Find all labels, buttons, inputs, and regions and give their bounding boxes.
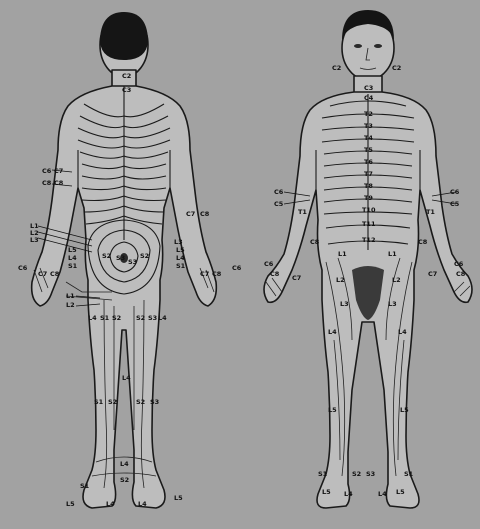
label-ant-t11: T11: [362, 220, 376, 228]
label-ant-t4: T4: [364, 134, 373, 142]
label-post-c6-hand-left: C6: [18, 264, 28, 272]
label-post-l4-knee-right: L4: [158, 314, 167, 322]
label-ant-c4: C4: [364, 94, 374, 102]
label-post-c8b: C8: [54, 179, 64, 187]
label-post-c7-hand-right: C7: [200, 270, 209, 278]
label-ant-l4-right: L4: [398, 328, 407, 336]
label-post-s2r: S2: [140, 252, 149, 260]
label-post-s2: S2: [102, 252, 111, 260]
label-ant-c7-hand-right: C7: [428, 270, 437, 278]
label-ant-l4-left: L4: [328, 328, 337, 336]
label-post-s1: S1: [68, 262, 78, 270]
label-ant-c2-right: C2: [392, 64, 401, 72]
label-post-l2-mid: L2: [66, 301, 75, 309]
label-ant-l5-right: L5: [400, 406, 409, 414]
label-post-l3: L3: [30, 236, 39, 244]
label-post-l4-foot: L4: [106, 500, 115, 508]
label-ant-t9: T9: [364, 194, 373, 202]
label-post-c8: C8: [42, 179, 52, 187]
label-post-s2-leg-right: S2: [136, 398, 145, 406]
label-ant-t7: T7: [364, 170, 373, 178]
label-post-c6: C6: [42, 167, 52, 175]
label-post-s1-knee: S1: [100, 314, 110, 322]
label-ant-t6: T6: [364, 158, 373, 166]
label-ant-c8-hand-left: C8: [270, 270, 280, 278]
label-ant-c6-right: C6: [450, 188, 460, 196]
label-ant-c6-left: C6: [274, 188, 284, 196]
label-post-s2-leg: S2: [108, 398, 117, 406]
label-ant-l2-left: L2: [336, 276, 345, 284]
label-ant-l4-foot-left: L4: [344, 490, 353, 498]
label-ant-l2-right: L2: [392, 276, 401, 284]
label-post-s2-knee: S2: [112, 314, 121, 322]
label-ant-c5-left: C5: [274, 200, 284, 208]
label-ant-c5-right: C5: [450, 200, 460, 208]
label-post-l5-foot: L5: [66, 500, 75, 508]
label-post-c8-hand-right: C8: [212, 270, 222, 278]
label-ant-t10: T10: [362, 206, 376, 214]
label-ant-t12: T12: [362, 236, 375, 244]
label-post-c8r: C8: [200, 210, 210, 218]
label-ant-c8-left: C8: [310, 238, 320, 246]
label-post-l4-ankle: L4: [120, 460, 129, 468]
label-ant-l3-left: L3: [340, 300, 349, 308]
label-ant-c2-left: C2: [332, 64, 341, 72]
label-post-s3r: S3: [128, 258, 137, 266]
label-post-s3: S3: [116, 254, 125, 262]
label-ant-c6-hand-left: C6: [264, 260, 274, 268]
label-ant-l5-foot-left: L5: [322, 488, 331, 496]
label-post-l1-mid: L1: [66, 292, 75, 300]
label-post-c7r: C7: [186, 210, 195, 218]
label-post-s1-leg: S1: [94, 398, 104, 406]
label-post-l4-leg: L4: [122, 374, 131, 382]
label-ant-l3-right: L3: [388, 300, 397, 308]
label-post-l4r: L4: [176, 254, 185, 262]
label-post-c3: C3: [122, 86, 131, 94]
label-ant-t3: T3: [364, 122, 373, 130]
label-post-c7: C7: [54, 167, 63, 175]
label-post-s2-knee-right: S2: [136, 314, 145, 322]
label-post-l5: L5: [68, 246, 77, 254]
label-ant-t2: T2: [364, 110, 373, 118]
label-post-l5r: L5: [176, 246, 185, 254]
label-ant-s1-right: S1: [404, 470, 414, 478]
label-ant-s1-left: S1: [318, 470, 328, 478]
posterior-hair: [100, 12, 148, 60]
label-ant-t5: T5: [364, 146, 373, 154]
label-ant-l1-left: L1: [338, 250, 347, 258]
label-post-c8-hand-left: C8: [50, 270, 60, 278]
label-ant-c8-hand-right: C8: [456, 270, 466, 278]
label-post-s3-knee-right: S3: [148, 314, 157, 322]
label-ant-c7-hand-left: C7: [292, 274, 301, 282]
label-post-s1r: S1: [176, 262, 186, 270]
label-post-s2-ankle: S2: [120, 476, 129, 484]
label-post-c6-hand-right: C6: [232, 264, 242, 272]
label-ant-l5-left: L5: [328, 406, 337, 414]
label-post-c2: C2: [122, 72, 131, 80]
label-ant-l1-right: L1: [388, 250, 397, 258]
label-ant-s3: S3: [366, 470, 375, 478]
label-post-c7-hand-left: C7: [38, 270, 47, 278]
label-post-l4-foot-right: L4: [138, 500, 147, 508]
label-ant-t1-left: T1: [298, 208, 307, 216]
label-ant-t8: T8: [364, 182, 373, 190]
label-ant-c3: C3: [364, 84, 373, 92]
label-ant-s2-left: S2: [352, 470, 361, 478]
label-post-l4-knee: L4: [88, 314, 97, 322]
label-ant-c8-right: C8: [418, 238, 428, 246]
label-post-s3-leg-right: S3: [150, 398, 159, 406]
label-ant-l4-foot-right: L4: [378, 490, 387, 498]
label-post-l4: L4: [68, 254, 77, 262]
label-ant-c6-hand-right: C6: [454, 260, 464, 268]
label-post-l3r: L3: [174, 238, 183, 246]
label-post-l5-foot-right: L5: [174, 494, 183, 502]
label-ant-l5-foot-right: L5: [396, 488, 405, 496]
label-post-s1-foot: S1: [80, 482, 90, 490]
label-ant-t1-right: T1: [426, 208, 435, 216]
